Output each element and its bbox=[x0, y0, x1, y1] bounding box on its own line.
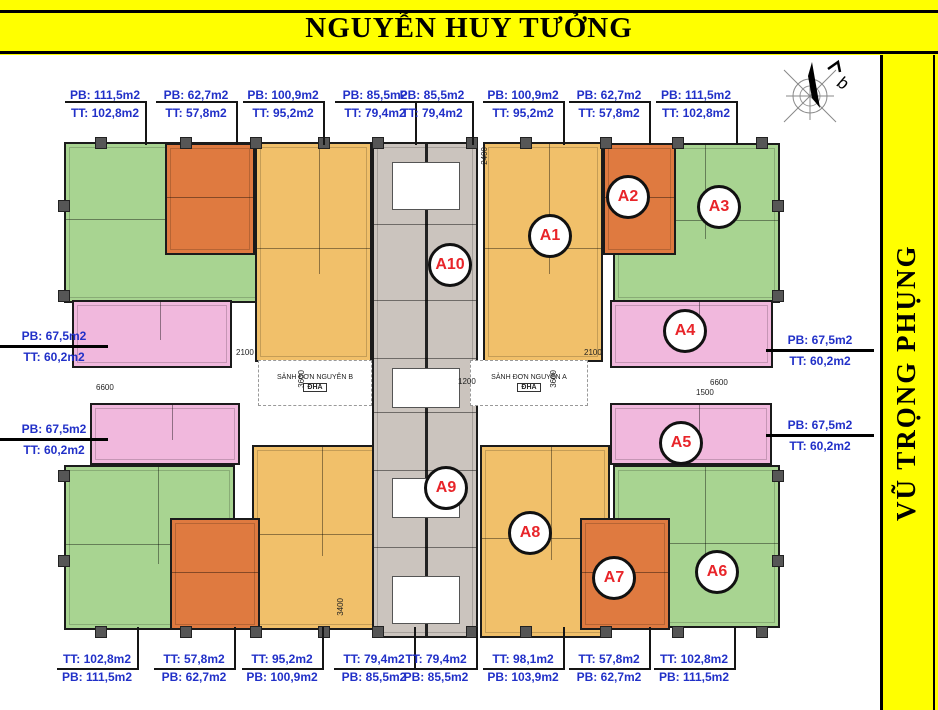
apartment-left-amber-bottom bbox=[252, 445, 380, 630]
right-banner-rule bbox=[933, 55, 935, 710]
core-bed-sketch bbox=[392, 576, 460, 624]
banner-rule-bottom bbox=[0, 51, 938, 54]
dim-6600-left: 6600 bbox=[96, 383, 114, 392]
right-street-banner: VŨ TRỌNG PHỤNG bbox=[880, 55, 938, 710]
right-street-name: VŨ TRỌNG PHỤNG bbox=[891, 244, 921, 521]
dim-1500-right: 1500 bbox=[696, 388, 714, 397]
svg-text:b: b bbox=[834, 72, 852, 93]
unit-badge-a7[interactable]: A7 bbox=[592, 556, 636, 600]
unit-badge-a3[interactable]: A3 bbox=[697, 185, 741, 229]
unit-badge-a8[interactable]: A8 bbox=[508, 511, 552, 555]
dim-2100-right: 2100 bbox=[584, 348, 602, 357]
dim-3600-left: 3600 bbox=[297, 370, 306, 388]
apartment-left-orange-top bbox=[165, 143, 255, 255]
unit-badge-a9[interactable]: A9 bbox=[424, 466, 468, 510]
apartment-left-orange-bottom bbox=[170, 518, 260, 630]
apartment-left-amber-top bbox=[255, 142, 372, 362]
dim-6600-right: 6600 bbox=[710, 378, 728, 387]
core-bed-sketch bbox=[392, 162, 460, 210]
banner-rule-top bbox=[0, 10, 938, 13]
dim-2100-left: 2100 bbox=[236, 348, 254, 357]
lobby-b-code: ĐHA bbox=[303, 383, 327, 392]
unit-badge-a4[interactable]: A4 bbox=[663, 309, 707, 353]
unit-badge-a5[interactable]: A5 bbox=[659, 421, 703, 465]
unit-badge-a1[interactable]: A1 bbox=[528, 214, 572, 258]
lobby-wing-b: SẢNH ĐƠN NGUYÊN B ĐHA bbox=[258, 360, 372, 406]
dim-3600-right: 3600 bbox=[549, 370, 558, 388]
apartment-left-pink-bottom bbox=[90, 403, 240, 465]
core-bath-sketch bbox=[392, 368, 460, 408]
north-arrow-icon: b bbox=[783, 59, 852, 123]
apartment-left-pink-top bbox=[72, 300, 232, 368]
lobby-a-code: ĐHA bbox=[517, 383, 541, 392]
top-street-banner: NGUYỄN HUY TƯỞNG bbox=[0, 0, 938, 55]
unit-badge-a2[interactable]: A2 bbox=[606, 175, 650, 219]
lobby-a-name: SẢNH ĐƠN NGUYÊN A bbox=[491, 374, 567, 381]
central-core-block bbox=[372, 142, 478, 638]
dim-3400-bottom: 3400 bbox=[336, 598, 345, 616]
lobby-wing-a: SẢNH ĐƠN NGUYÊN A ĐHA bbox=[470, 360, 588, 406]
dim-2400-top: 2400 bbox=[480, 147, 489, 165]
top-street-name: NGUYỄN HUY TƯỞNG bbox=[305, 12, 633, 44]
lobby-b-name: SẢNH ĐƠN NGUYÊN B bbox=[276, 374, 353, 381]
unit-badge-a6[interactable]: A6 bbox=[695, 550, 739, 594]
dim-1200-center: 1200 bbox=[458, 377, 476, 386]
unit-badge-a10[interactable]: A10 bbox=[428, 243, 472, 287]
